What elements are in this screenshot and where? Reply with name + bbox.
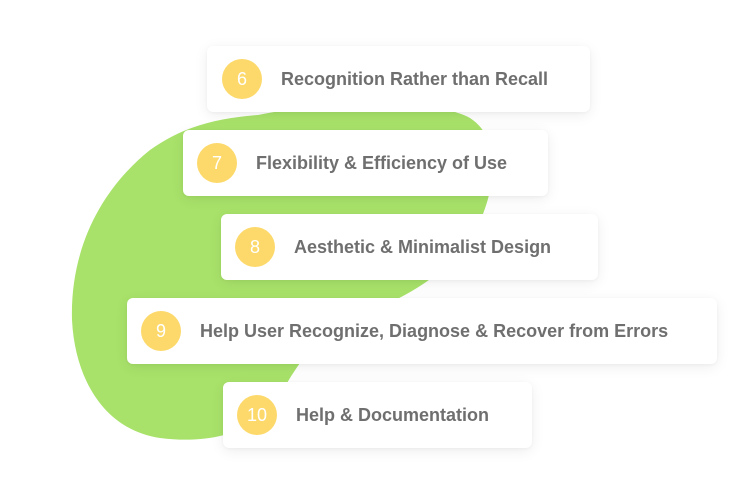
- heuristic-label: Aesthetic & Minimalist Design: [294, 236, 552, 257]
- heuristic-label: Recognition Rather than Recall: [281, 68, 549, 89]
- number-badge: 8: [235, 227, 275, 267]
- heuristic-card-6: 6 Recognition Rather than Recall: [207, 46, 590, 112]
- heuristic-label: Help User Recognize, Diagnose & Recover …: [200, 320, 669, 341]
- heuristic-card-8: 8 Aesthetic & Minimalist Design: [221, 214, 598, 280]
- number-badge: 9: [141, 311, 181, 351]
- heuristic-card-9: 9 Help User Recognize, Diagnose & Recove…: [127, 298, 717, 364]
- heuristic-label: Flexibility & Efficiency of Use: [256, 152, 508, 173]
- number-badge: 10: [237, 395, 277, 435]
- heuristic-card-7: 7 Flexibility & Efficiency of Use: [183, 130, 548, 196]
- number-badge: 7: [197, 143, 237, 183]
- heuristic-card-10: 10 Help & Documentation: [223, 382, 532, 448]
- heuristic-label: Help & Documentation: [296, 404, 490, 425]
- number-badge: 6: [222, 59, 262, 99]
